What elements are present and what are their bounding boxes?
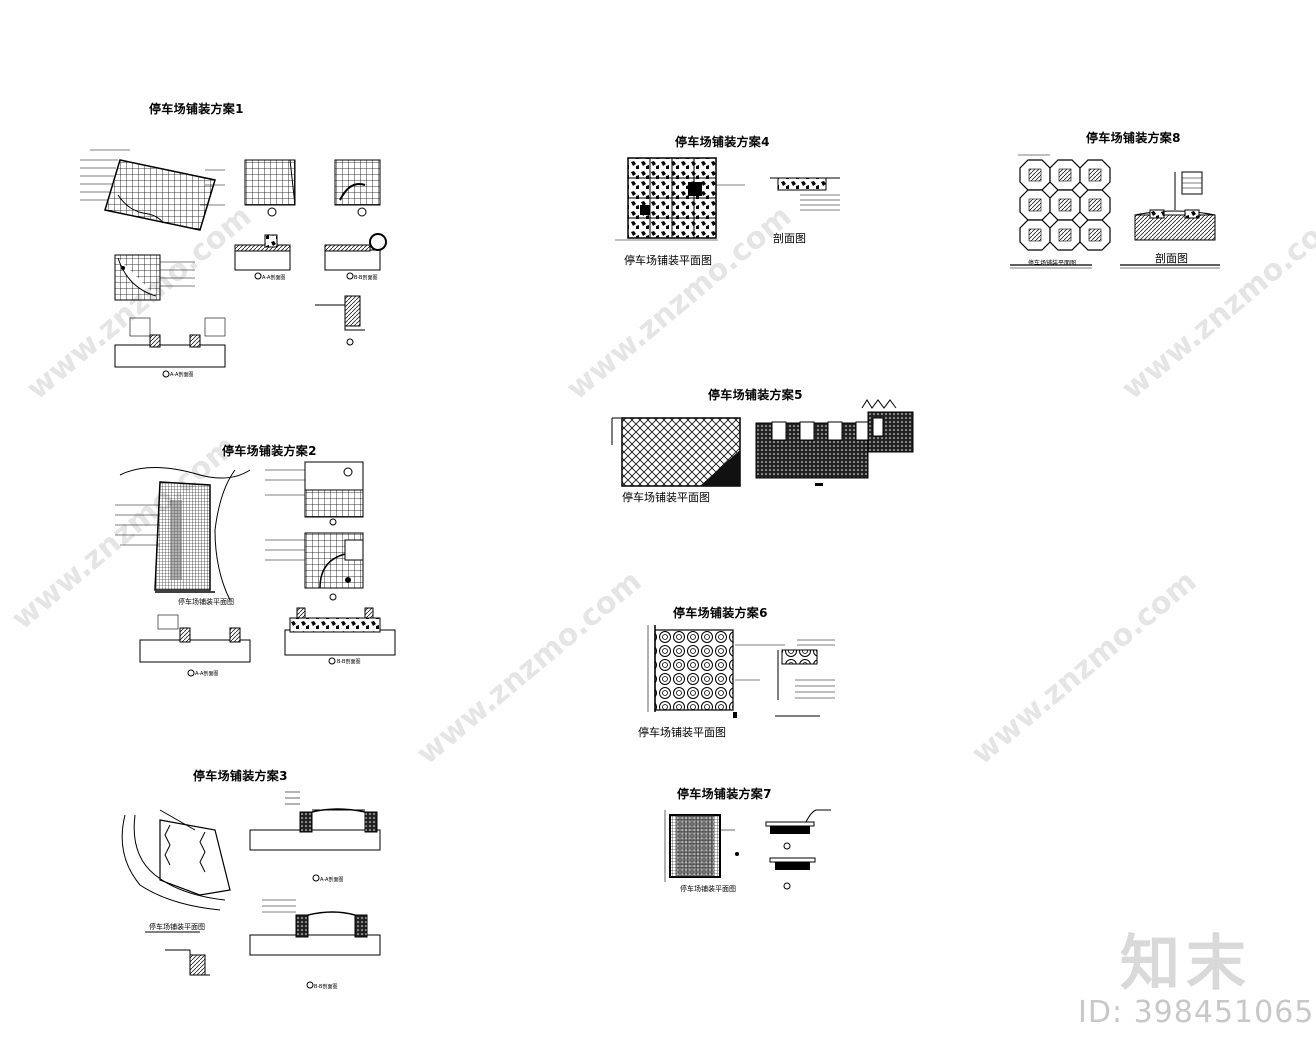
scheme4-plan bbox=[615, 157, 840, 241]
scheme7-plan bbox=[664, 809, 831, 890]
section-tag: A-A剖面图 bbox=[170, 372, 194, 378]
section-tag: A-A剖面图 bbox=[320, 877, 344, 883]
brand-logo: 知末 bbox=[1120, 929, 1252, 999]
section-tag: B-B剖面图 bbox=[337, 659, 361, 665]
image-id: ID: 398451065 bbox=[1078, 995, 1315, 1030]
section-tag: B-B剖面图 bbox=[314, 984, 338, 990]
scheme1-plan bbox=[80, 149, 387, 378]
scheme2-plan-label: 停车场铺装平面图 bbox=[178, 598, 234, 606]
scheme6-title: 停车场铺装方案6 bbox=[673, 606, 768, 620]
scheme8-plan bbox=[1010, 154, 1220, 269]
scheme3-title: 停车场铺装方案3 bbox=[193, 769, 288, 783]
scheme7-title: 停车场铺装方案7 bbox=[677, 787, 772, 801]
scheme4-title: 停车场铺装方案4 bbox=[675, 135, 770, 149]
scheme8-title: 停车场铺装方案8 bbox=[1086, 131, 1181, 145]
scheme4-plan-label: 停车场铺装平面图 bbox=[624, 254, 712, 267]
scheme8-plan-label: 停车场铺装平面图 bbox=[1028, 260, 1077, 267]
scheme2-title: 停车场铺装方案2 bbox=[222, 444, 317, 458]
scheme1-title: 停车场铺装方案1 bbox=[149, 102, 244, 116]
scheme5-plan-label: 停车场铺装平面图 bbox=[622, 491, 710, 504]
section-tag: A-A剖面图 bbox=[262, 275, 286, 281]
scheme2-plan bbox=[115, 461, 396, 677]
scheme5-title: 停车场铺装方案5 bbox=[708, 388, 803, 402]
scheme4-section-label: 剖面图 bbox=[773, 232, 806, 245]
section-tag: A-A剖面图 bbox=[195, 671, 219, 677]
scheme6-plan-label: 停车场铺装平面图 bbox=[638, 726, 726, 739]
scheme6-plan bbox=[647, 625, 835, 718]
section-tag: B-B剖面图 bbox=[354, 275, 378, 281]
scheme5-plan bbox=[611, 399, 914, 487]
scheme7-plan-label: 停车场铺装平面图 bbox=[680, 885, 736, 893]
scheme3-plan bbox=[121, 791, 381, 989]
scheme3-plan-label: 停车场铺装平面图 bbox=[149, 923, 205, 931]
scheme8-section-label: 剖面图 bbox=[1155, 252, 1188, 265]
